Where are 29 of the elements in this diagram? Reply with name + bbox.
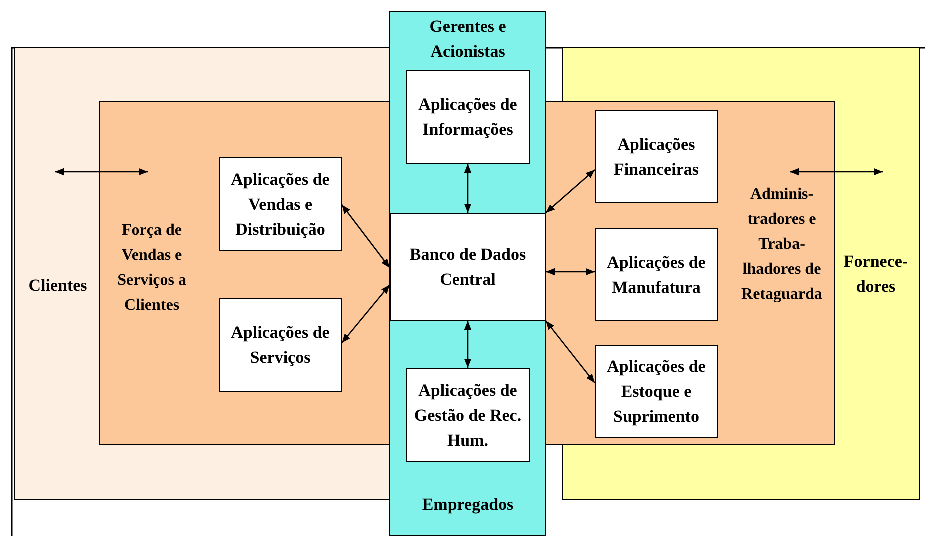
double-arrow	[546, 320, 596, 384]
box-label: Aplicações de Estoque e Suprimento	[606, 356, 707, 428]
process-box	[219, 298, 342, 392]
region-label: Fornece- dores	[842, 251, 910, 298]
double-arrow	[464, 321, 472, 368]
double-arrow	[341, 204, 391, 268]
process-box	[219, 157, 342, 251]
box-label: Banco de Dados Central	[408, 244, 528, 291]
region-label: Adminis- tradores e Traba- lhadores de Retaguarda	[740, 185, 824, 305]
region-label: Força de Vendas e Serviços a Clientes	[116, 221, 188, 316]
box-label: Aplicações Financeiras	[613, 134, 700, 180]
box-label: Aplicações de Manufatura	[606, 252, 707, 298]
double-arrow	[546, 268, 595, 276]
double-arrow	[546, 170, 596, 214]
region-label: Empregados	[421, 494, 515, 516]
box-label: Aplicações de Gestão de Rec. Hum.	[413, 380, 523, 452]
process-box	[406, 368, 530, 462]
process-box	[595, 345, 718, 438]
process-box	[595, 228, 718, 321]
double-arrow	[464, 164, 472, 213]
process-box	[390, 213, 546, 321]
process-box	[406, 70, 530, 164]
process-box	[595, 110, 718, 203]
region-label: Clientes	[28, 275, 88, 297]
double-arrow	[342, 284, 390, 344]
region-label: Gerentes e Acionistas	[428, 16, 508, 63]
box-label: Aplicações de Informações	[418, 94, 518, 141]
box-label: Aplicações de Vendas e Distribuição	[230, 168, 331, 240]
box-label: Aplicações de Serviços	[230, 322, 331, 369]
